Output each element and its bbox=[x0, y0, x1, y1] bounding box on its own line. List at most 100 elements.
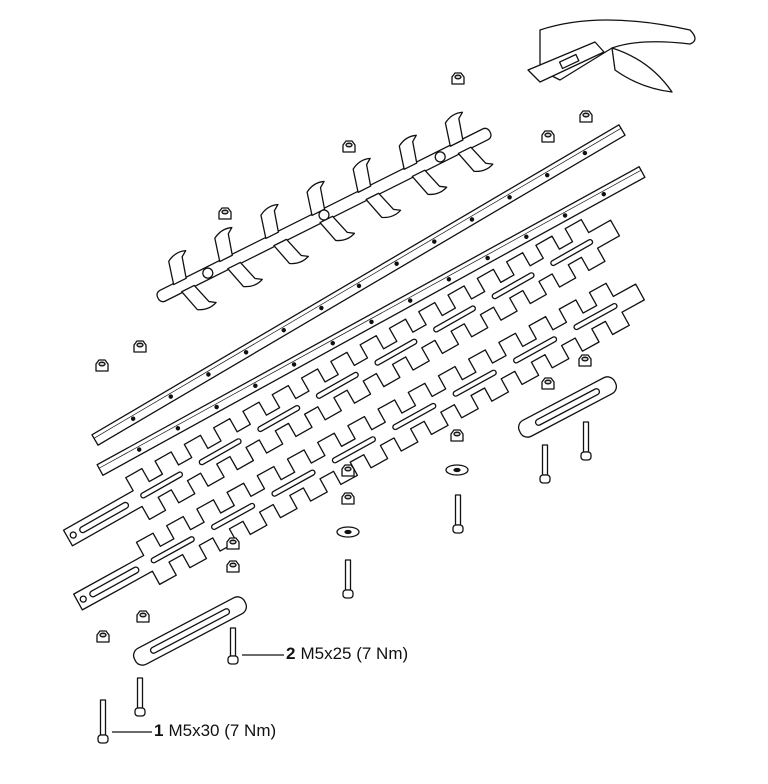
blade-slot bbox=[150, 536, 195, 564]
hex-nut bbox=[136, 610, 150, 623]
hex-nut bbox=[341, 464, 355, 477]
rail-hole bbox=[319, 305, 324, 311]
blade-slot bbox=[392, 402, 437, 431]
carrier-arm bbox=[273, 238, 310, 265]
rail-hole bbox=[485, 255, 490, 261]
hex-nut-bore bbox=[544, 379, 552, 385]
hex-nut bbox=[451, 72, 465, 85]
blade-slot bbox=[491, 272, 535, 300]
blade-slot bbox=[452, 369, 497, 397]
blade-slot bbox=[210, 502, 256, 531]
rail-hole bbox=[130, 416, 136, 421]
carrier-arm bbox=[398, 134, 418, 170]
screw-head bbox=[97, 734, 109, 744]
blade-slot bbox=[573, 302, 618, 331]
rail-hole bbox=[291, 362, 297, 367]
hex-nut bbox=[342, 140, 356, 153]
guard-rail-upper bbox=[91, 124, 626, 446]
screw-shank bbox=[541, 444, 549, 476]
cutter-blade-upper bbox=[62, 218, 621, 547]
blade-slot bbox=[550, 239, 594, 267]
carrier-arm bbox=[168, 249, 187, 286]
blade-slot bbox=[331, 436, 376, 464]
cutter-blade-lower bbox=[73, 282, 645, 611]
rail-hole bbox=[175, 426, 181, 431]
rail-hole bbox=[507, 195, 512, 200]
hex-nut-bore bbox=[221, 209, 229, 215]
carrier-arm bbox=[411, 169, 448, 196]
carrier-hole bbox=[202, 267, 214, 279]
hex-nut-bore bbox=[229, 539, 237, 545]
blade-slot bbox=[198, 438, 242, 466]
screw-shank bbox=[454, 494, 462, 526]
rail-hole bbox=[601, 191, 607, 197]
rail-hole bbox=[330, 340, 336, 346]
hex-nut bbox=[578, 354, 592, 367]
screw-shank bbox=[582, 421, 590, 453]
hex-nut-bore bbox=[544, 132, 552, 138]
hex-nut-bore bbox=[345, 142, 353, 148]
screw-head bbox=[227, 655, 239, 665]
hex-nut bbox=[450, 429, 464, 442]
carrier-arm bbox=[365, 192, 402, 219]
screw bbox=[227, 627, 239, 665]
carrier-arm bbox=[444, 111, 464, 147]
hex-nut bbox=[579, 110, 593, 123]
blade-slot bbox=[433, 305, 477, 333]
rail-hole bbox=[407, 298, 413, 303]
hex-nut bbox=[541, 377, 555, 390]
hex-nut-bore bbox=[99, 632, 107, 638]
hex-nut-bore bbox=[581, 356, 589, 362]
carrier-arm bbox=[319, 215, 356, 242]
rail-hole bbox=[243, 350, 249, 355]
blade-end-slot bbox=[89, 566, 140, 598]
screw-head bbox=[580, 451, 592, 461]
screw bbox=[134, 677, 146, 717]
blade-end-hole bbox=[79, 595, 87, 603]
carrier-arm bbox=[306, 180, 326, 217]
handle-guard-fin bbox=[611, 47, 673, 93]
washer-hole bbox=[453, 467, 461, 473]
washer-hole bbox=[344, 529, 352, 535]
hex-nut-bore bbox=[582, 112, 590, 118]
blade-slot bbox=[140, 471, 184, 499]
clamp-plate-upper-slot bbox=[534, 388, 601, 426]
rail-hole bbox=[432, 239, 437, 244]
screw-shank bbox=[99, 699, 107, 736]
blade-end-hole bbox=[69, 531, 77, 539]
hex-nut-bore bbox=[344, 494, 352, 500]
hex-nut bbox=[226, 560, 240, 573]
hex-nut-bore bbox=[344, 466, 352, 472]
blade-slot bbox=[257, 405, 301, 433]
hex-nut-bore bbox=[453, 431, 461, 437]
clamp-plate-lower-slot bbox=[149, 608, 231, 654]
rail-hole bbox=[524, 234, 529, 239]
screw bbox=[97, 699, 109, 744]
cutter-carrier bbox=[156, 111, 494, 311]
callout-1-text: M5x30 (7 Nm) bbox=[168, 721, 277, 740]
guard-rail-lower-edge bbox=[98, 169, 642, 469]
rail-hole bbox=[544, 172, 550, 178]
rail-hole bbox=[168, 394, 174, 399]
hex-nut bbox=[96, 630, 110, 643]
rail-hole bbox=[562, 213, 568, 218]
screw-head bbox=[452, 524, 464, 534]
carrier-hole bbox=[318, 209, 330, 221]
carrier-arm bbox=[260, 203, 280, 240]
screw bbox=[539, 444, 551, 484]
carrier-arm bbox=[214, 226, 233, 263]
rail-hole bbox=[136, 447, 142, 452]
clamp-plate-lower bbox=[132, 596, 248, 666]
carrier-arm bbox=[181, 284, 217, 311]
rail-hole bbox=[356, 283, 362, 289]
hex-nut bbox=[95, 359, 109, 372]
screw bbox=[580, 421, 592, 461]
hex-nut bbox=[341, 492, 355, 505]
washer bbox=[336, 526, 360, 538]
guard-rail-upper-edge bbox=[93, 127, 622, 439]
rail-hole bbox=[281, 327, 286, 333]
rail-hole bbox=[582, 150, 588, 156]
